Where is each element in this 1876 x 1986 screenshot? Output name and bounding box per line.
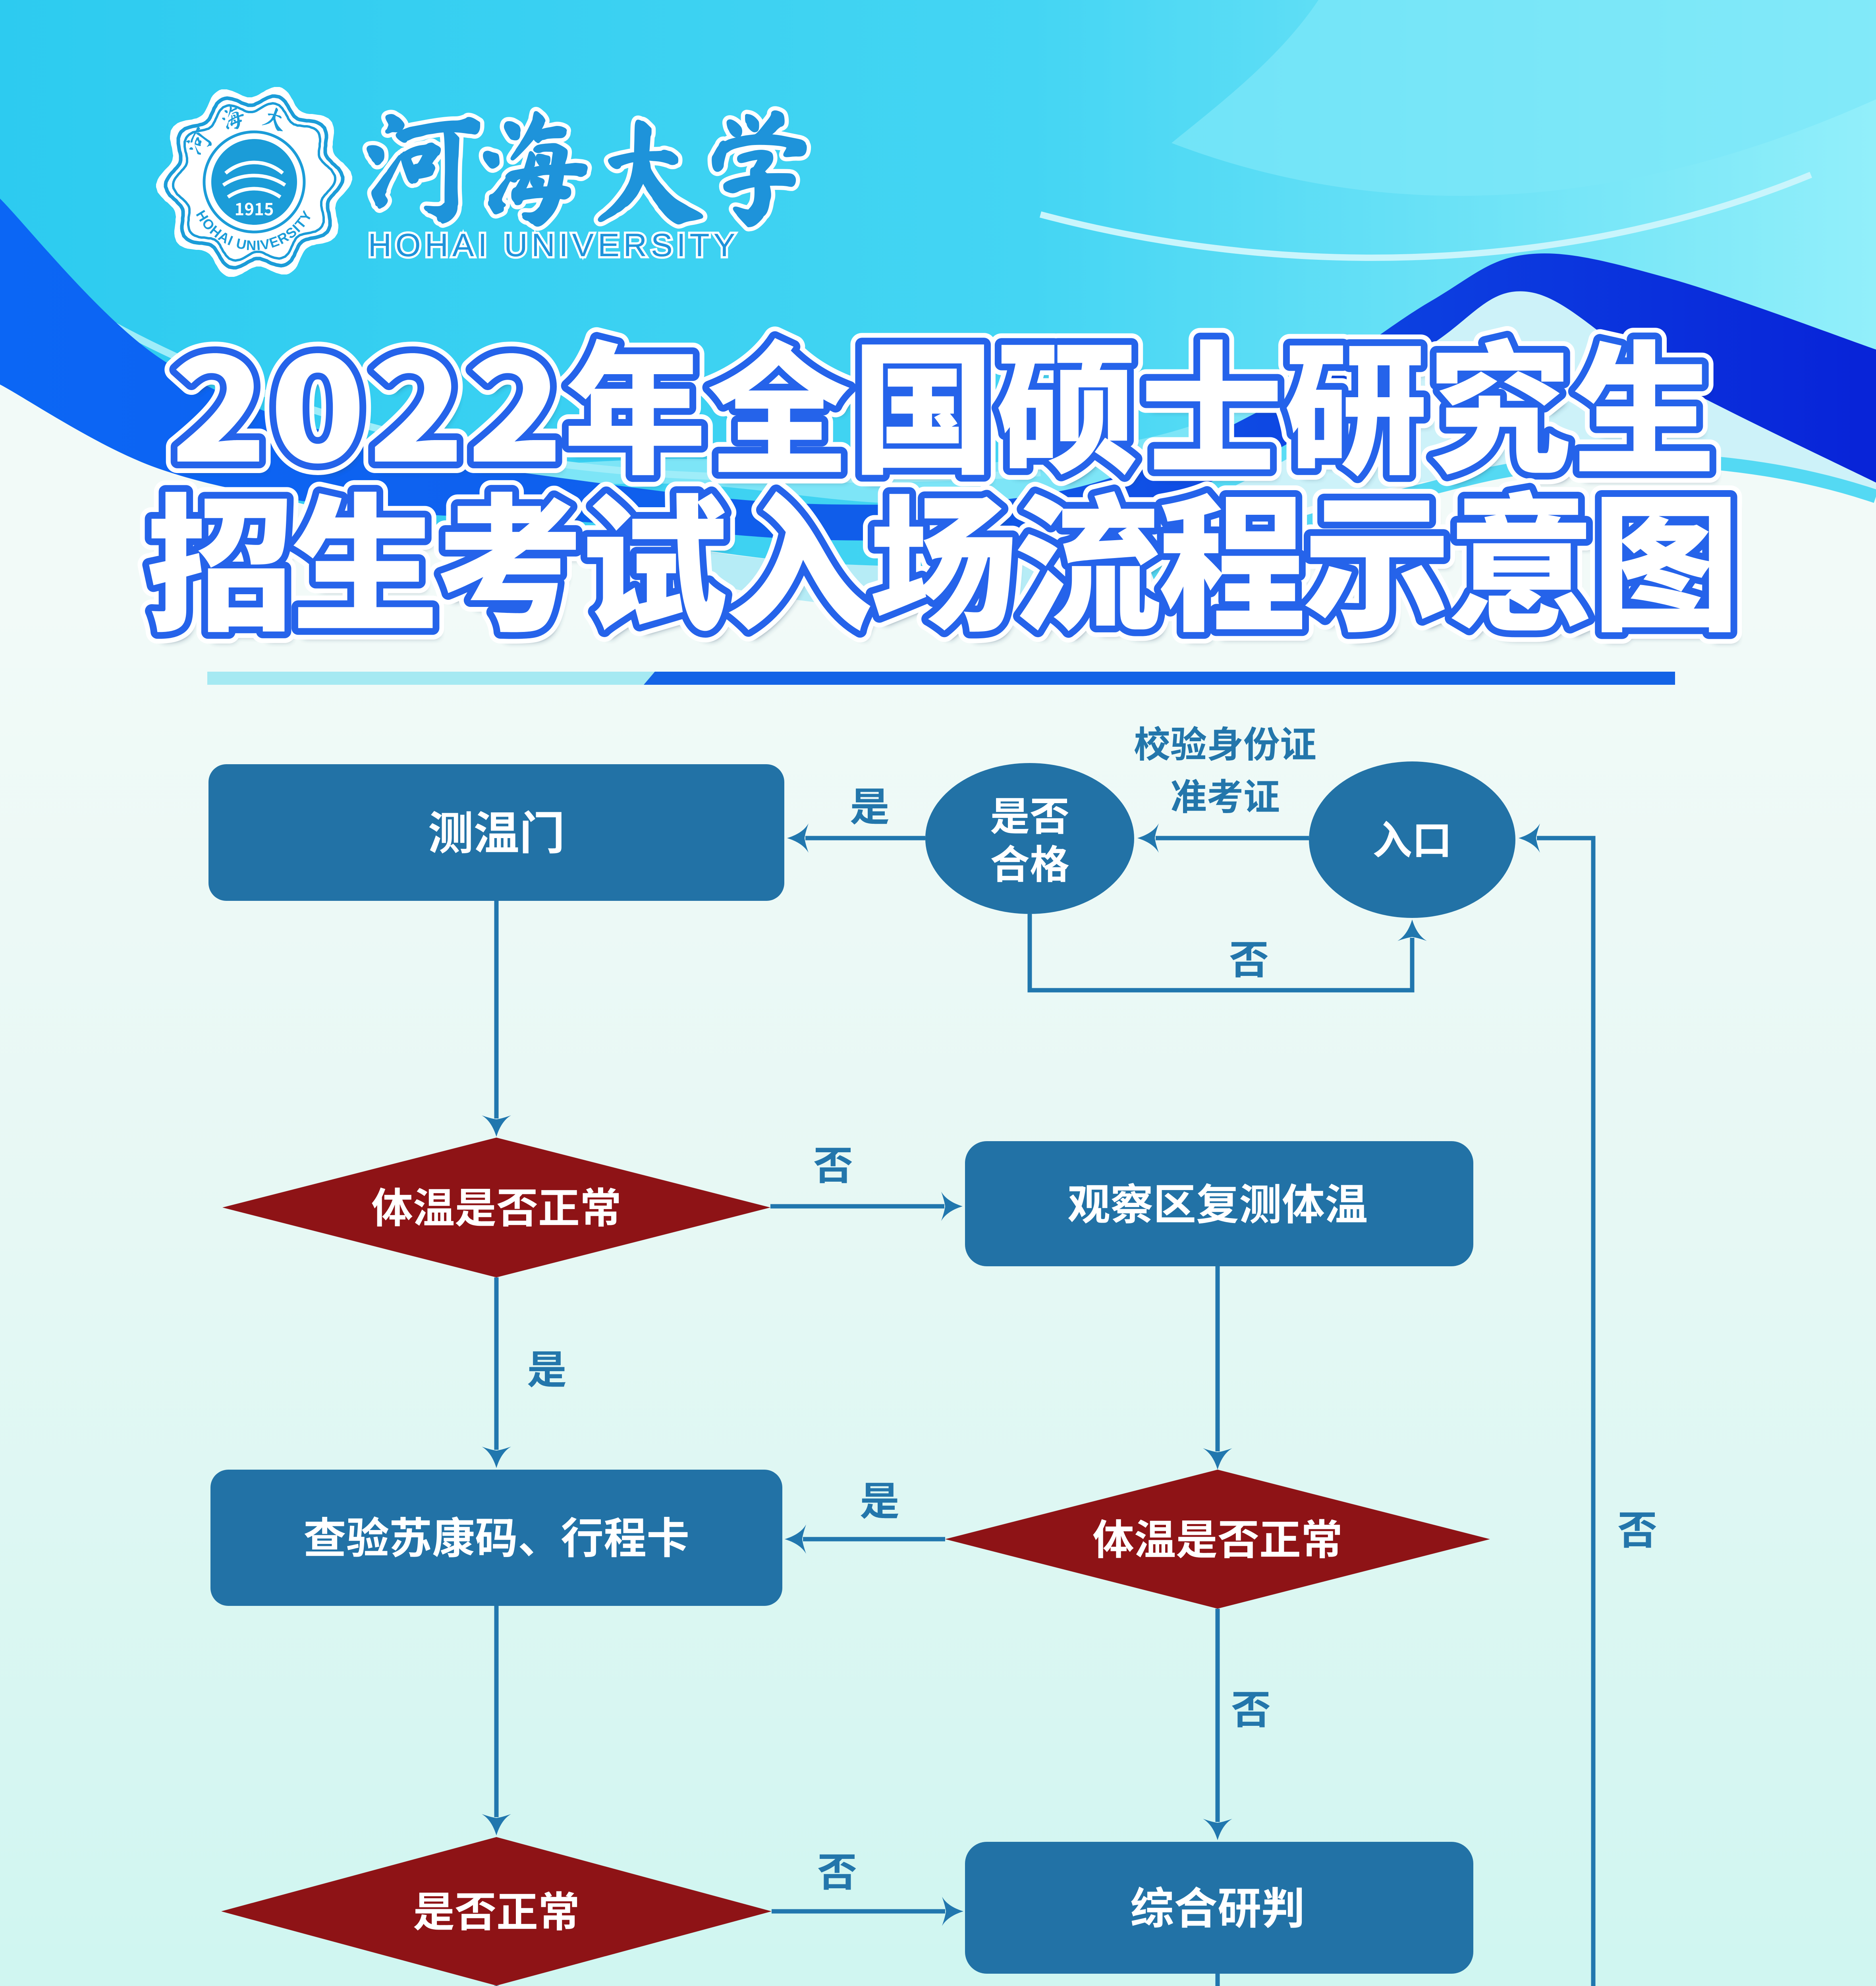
svg-text:HOHAI UNIVERSITY: HOHAI UNIVERSITY: [368, 227, 739, 263]
